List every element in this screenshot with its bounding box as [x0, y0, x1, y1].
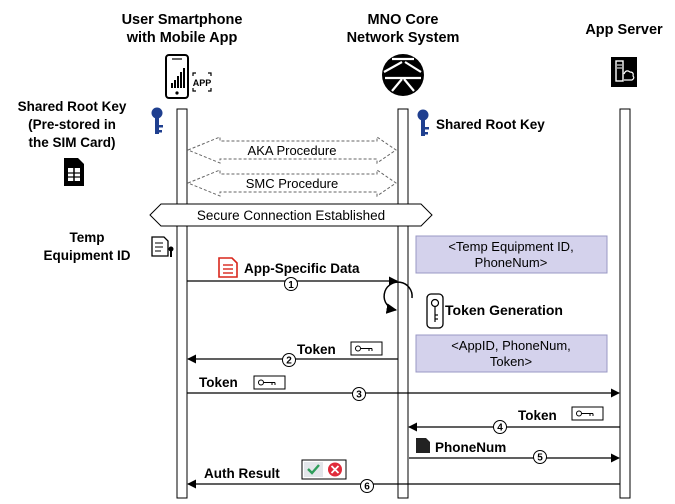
temp-equipment-box: <Temp Equipment ID, PhoneNum> [415, 235, 608, 274]
token-key-icon [426, 293, 444, 329]
message-6: Auth Result ⑥ 6 [187, 459, 620, 493]
message-1-label: App-Specific Data [244, 261, 360, 276]
temp-equipment-box-line2: PhoneNum> [475, 255, 548, 270]
message-2-label: Token [297, 342, 336, 357]
smartphone-lifeline [176, 108, 188, 499]
app-badge-text: APP [193, 78, 212, 88]
mno-lifeline [397, 108, 409, 499]
server-icon [611, 57, 637, 87]
mno-header-line2: Network System [347, 30, 460, 46]
shared-root-key-line3: the SIM Card) [28, 135, 115, 150]
appid-box: <AppID, PhoneNum, Token> [415, 334, 608, 373]
message-2: Token ② 2 [187, 341, 398, 367]
key-icon [151, 107, 163, 134]
message-3-label: Token [199, 375, 238, 390]
secure-connection-banner: Secure Connection Established [149, 203, 433, 227]
globe-icon [382, 54, 424, 96]
step-1-number: 1 [288, 280, 294, 291]
shared-root-key-line1: Shared Root Key [18, 99, 127, 114]
smc-procedure-label: SMC Procedure [246, 176, 338, 191]
smartphone-icon [165, 54, 189, 99]
smartphone-header-line1: User Smartphone [122, 12, 243, 28]
server-header: App Server [585, 22, 663, 38]
appid-box-line1: <AppID, PhoneNum, [451, 338, 571, 353]
auth-result-icon [301, 459, 347, 480]
red-document-icon [218, 257, 238, 278]
shared-root-key-line2: (Pre-stored in [28, 117, 116, 132]
step-6-number: 6 [364, 482, 370, 493]
mno-key-icon [417, 109, 429, 136]
smc-procedure-arrow: SMC Procedure [186, 169, 397, 197]
message-4-label: Token [518, 408, 557, 423]
smartphone-header-line2: with Mobile App [126, 30, 238, 46]
token-card-icon [253, 375, 286, 390]
step-4-number: 4 [497, 423, 503, 434]
mno-shared-root-key-label: Shared Root Key [436, 117, 545, 132]
token-generation: Token Generation [383, 281, 563, 329]
token-card-icon [350, 341, 383, 356]
step-5-number: 5 [537, 453, 543, 464]
aka-procedure-label: AKA Procedure [248, 143, 337, 158]
temp-equipment-line1: Temp [69, 230, 104, 245]
message-6-label: Auth Result [204, 466, 280, 481]
secure-connection-label: Secure Connection Established [197, 208, 385, 223]
message-5-label: PhoneNum [435, 440, 506, 455]
token-card-icon [571, 406, 604, 421]
message-3: Token ③ 3 [187, 375, 620, 401]
aka-procedure-arrow: AKA Procedure [186, 136, 397, 164]
message-5: PhoneNum ⑤ 5 [409, 438, 620, 464]
token-generation-label: Token Generation [445, 302, 563, 318]
message-1: App-Specific Data ① 1 [187, 257, 398, 291]
black-document-icon [416, 438, 430, 453]
document-key-icon [151, 236, 174, 257]
mno-header-line1: MNO Core [368, 12, 439, 28]
temp-equipment-line2: Equipment ID [44, 248, 131, 263]
app-badge-icon: APP [192, 72, 212, 92]
sim-card-icon [64, 158, 84, 186]
appid-box-line2: Token> [490, 354, 532, 369]
temp-equipment-box-line1: <Temp Equipment ID, [448, 239, 573, 254]
step-2-number: 2 [286, 356, 292, 367]
message-4: Token ④ 4 [408, 406, 620, 434]
server-lifeline [619, 108, 631, 499]
step-3-number: 3 [356, 390, 362, 401]
